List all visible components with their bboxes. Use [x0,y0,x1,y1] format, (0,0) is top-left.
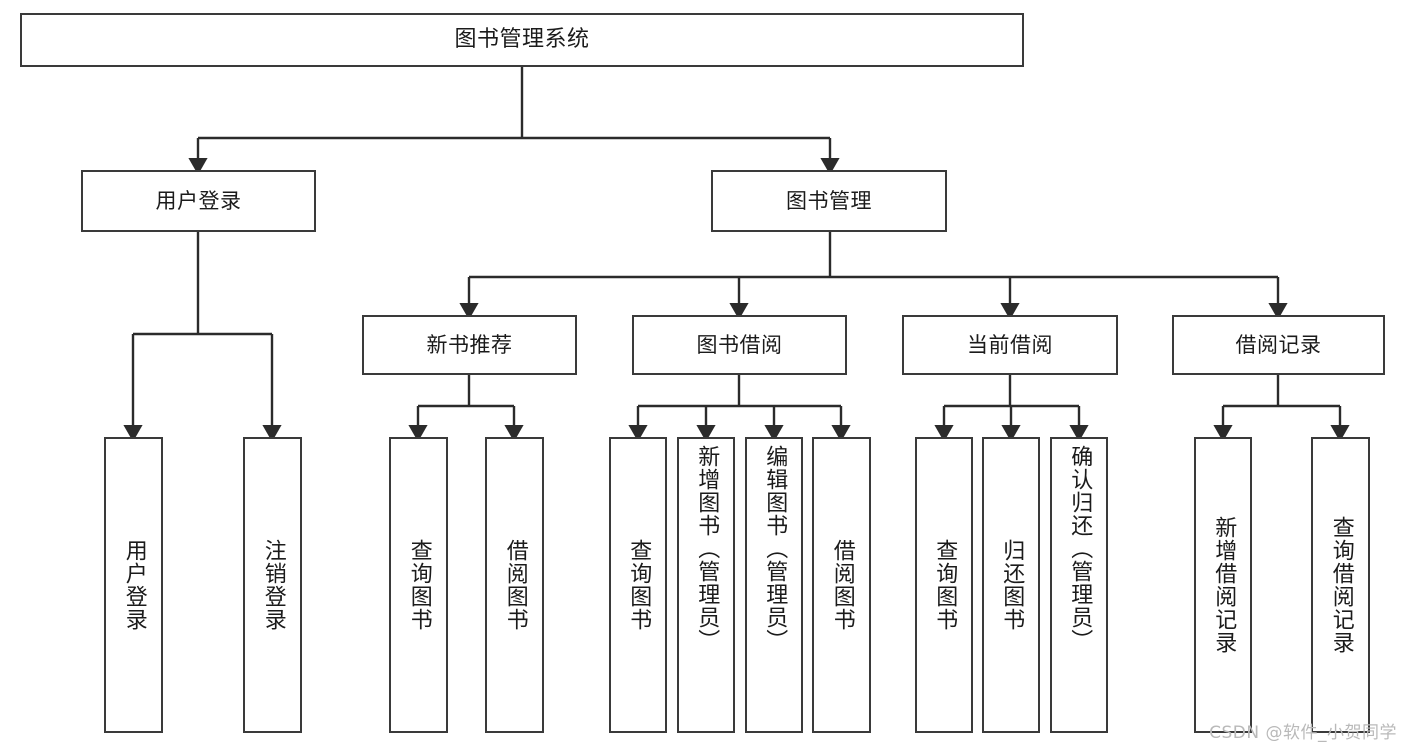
node-borrow-record-label: 借阅记录 [1235,332,1322,357]
leaf-label: 用户登录 [121,539,147,631]
node-user-login-label: 用户登录 [155,188,242,213]
leaf-user-login-login[interactable]: 用户登录 [104,437,163,733]
leaf-current-borrow-query[interactable]: 查询图书 [915,437,973,733]
leaf-book-borrow-query[interactable]: 查询图书 [609,437,667,733]
leaf-label: 注销登录 [260,539,286,631]
node-root[interactable]: 图书管理系统 [20,13,1024,67]
leaf-current-borrow-confirm-return[interactable]: 确认归还（管理员） [1050,437,1108,733]
leaf-label: 借阅图书 [829,539,855,631]
node-root-label: 图书管理系统 [454,27,590,53]
leaf-book-borrow-borrow[interactable]: 借阅图书 [812,437,871,733]
leaf-borrow-record-add[interactable]: 新增借阅记录 [1194,437,1252,733]
leaf-new-book-query[interactable]: 查询图书 [389,437,448,733]
leaf-book-borrow-add[interactable]: 新增图书（管理员） [677,437,735,733]
leaf-current-borrow-return[interactable]: 归还图书 [982,437,1040,733]
node-current-borrow-label: 当前借阅 [967,332,1053,357]
node-user-login[interactable]: 用户登录 [81,170,316,232]
leaf-label: 借阅图书 [502,539,528,631]
node-new-book-recommend-label: 新书推荐 [426,332,513,357]
leaf-label: 确认归还（管理员） [1067,445,1093,652]
node-book-borrow[interactable]: 图书借阅 [632,315,847,375]
leaf-user-login-logout[interactable]: 注销登录 [243,437,302,733]
leaf-label: 查询图书 [406,539,432,631]
leaf-book-borrow-edit[interactable]: 编辑图书（管理员） [745,437,803,733]
leaf-label: 新增借阅记录 [1211,516,1237,654]
node-borrow-record[interactable]: 借阅记录 [1172,315,1385,375]
node-current-borrow[interactable]: 当前借阅 [902,315,1118,375]
leaf-new-book-borrow[interactable]: 借阅图书 [485,437,544,733]
leaf-label: 编辑图书（管理员） [762,445,788,652]
leaf-label: 查询图书 [626,539,652,631]
node-book-borrow-label: 图书借阅 [696,332,783,357]
node-new-book-recommend[interactable]: 新书推荐 [362,315,577,375]
leaf-label: 查询图书 [932,539,958,631]
leaf-label: 归还图书 [999,539,1025,631]
leaf-borrow-record-query[interactable]: 查询借阅记录 [1311,437,1370,733]
leaf-label: 新增图书（管理员） [694,445,720,652]
node-book-management-label: 图书管理 [786,188,872,213]
csdn-watermark: CSDN @软件_小贺同学 [1209,723,1397,743]
node-book-management[interactable]: 图书管理 [711,170,947,232]
leaf-label: 查询借阅记录 [1328,516,1354,654]
